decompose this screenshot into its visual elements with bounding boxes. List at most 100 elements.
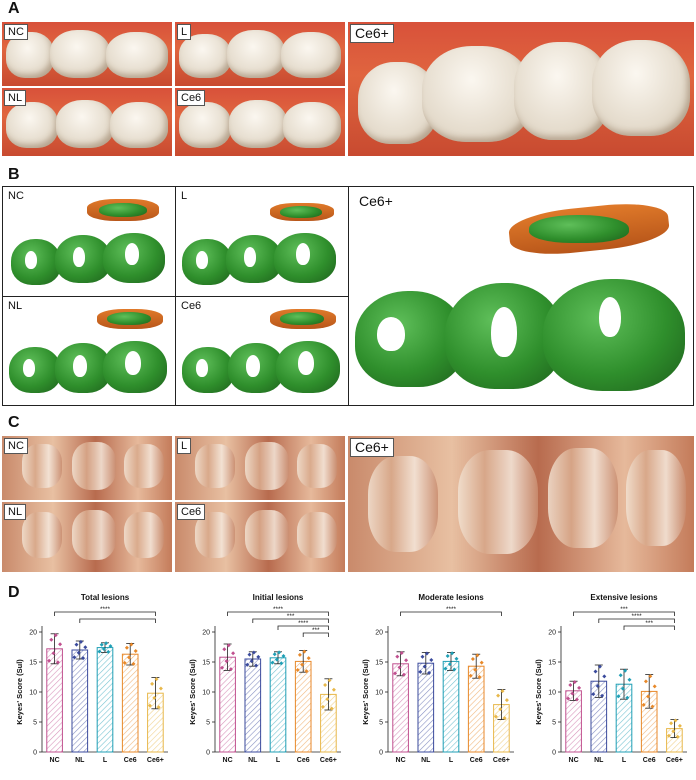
panel-letter-c: C bbox=[8, 414, 20, 431]
data-point bbox=[591, 692, 596, 697]
photo-c-nl: NL bbox=[2, 502, 172, 572]
data-point bbox=[254, 663, 259, 668]
render-b-nl: NL bbox=[2, 296, 176, 406]
data-point bbox=[325, 697, 330, 702]
x-tick-label: NL bbox=[75, 757, 85, 764]
bar-nl bbox=[417, 662, 435, 753]
render-b-ce6: Ce6 bbox=[175, 296, 349, 406]
data-point bbox=[320, 704, 325, 709]
data-point bbox=[104, 641, 109, 646]
data-point bbox=[445, 654, 450, 658]
data-point bbox=[251, 650, 256, 655]
photo-c-ce6plus: Ce6+ bbox=[348, 436, 694, 572]
data-point bbox=[99, 642, 104, 647]
data-point bbox=[496, 693, 501, 698]
data-point bbox=[422, 664, 427, 669]
data-point bbox=[152, 695, 157, 700]
data-point bbox=[393, 671, 398, 676]
label-c-nl: NL bbox=[4, 504, 27, 520]
label-c-nc: NC bbox=[4, 438, 28, 454]
data-point bbox=[154, 677, 159, 682]
y-axis-label: Keyes' Score (Sul) bbox=[15, 659, 24, 725]
y-tick-label: 0 bbox=[379, 750, 383, 757]
data-point bbox=[256, 654, 261, 659]
data-point bbox=[124, 645, 129, 650]
x-tick-label: NC bbox=[223, 757, 233, 764]
photo-c-l: L bbox=[175, 436, 345, 500]
data-point bbox=[101, 647, 106, 652]
panel-letter-d: D bbox=[8, 584, 20, 601]
y-tick-label: 0 bbox=[552, 750, 556, 757]
data-point bbox=[226, 643, 231, 648]
label-c-l: L bbox=[177, 438, 192, 454]
data-point bbox=[616, 694, 621, 699]
label-b-nl: NL bbox=[5, 299, 26, 313]
data-point bbox=[479, 660, 484, 665]
data-point bbox=[418, 669, 423, 674]
data-point bbox=[122, 660, 127, 665]
data-point bbox=[300, 662, 305, 667]
x-tick-label: Ce6+ bbox=[320, 757, 337, 764]
data-point bbox=[158, 686, 163, 691]
data-point bbox=[220, 665, 225, 670]
x-tick-label: L bbox=[449, 757, 454, 764]
data-point bbox=[297, 652, 302, 657]
render-b-ce6plus: Ce6+ bbox=[348, 186, 694, 406]
photo-a-nc: NC bbox=[2, 22, 172, 86]
data-point bbox=[646, 694, 651, 699]
data-point bbox=[470, 657, 475, 661]
chart-title: Moderate lesions bbox=[418, 593, 484, 602]
data-point bbox=[224, 659, 229, 664]
significance-bracket bbox=[79, 618, 156, 623]
data-point bbox=[228, 667, 233, 672]
data-point bbox=[447, 662, 452, 667]
data-point bbox=[666, 733, 671, 738]
data-point bbox=[401, 672, 406, 677]
label-a-ce6plus: Ce6+ bbox=[350, 24, 394, 43]
y-tick-label: 10 bbox=[202, 690, 210, 697]
x-tick-label: NC bbox=[569, 757, 579, 764]
data-point bbox=[83, 645, 88, 650]
y-tick-label: 20 bbox=[29, 630, 37, 637]
data-point bbox=[395, 654, 400, 659]
data-point bbox=[566, 696, 571, 701]
data-point bbox=[270, 660, 275, 665]
data-point bbox=[623, 668, 628, 673]
data-point bbox=[500, 689, 505, 694]
data-point bbox=[133, 648, 138, 653]
photo-c-nc: NC bbox=[2, 436, 172, 500]
data-point bbox=[58, 642, 63, 647]
bar-l bbox=[96, 647, 114, 753]
chart-title: Initial lesions bbox=[253, 593, 304, 602]
data-point bbox=[97, 649, 102, 654]
data-point bbox=[55, 660, 60, 665]
data-point bbox=[673, 718, 678, 723]
data-point bbox=[477, 675, 482, 679]
bar-ce6 bbox=[467, 665, 485, 753]
label-a-ce6: Ce6 bbox=[177, 90, 206, 106]
x-tick-label: NC bbox=[396, 757, 406, 764]
significance-label: **** bbox=[273, 606, 284, 613]
data-point bbox=[643, 679, 648, 684]
x-tick-label: Ce6 bbox=[470, 757, 483, 764]
data-point bbox=[595, 684, 600, 689]
label-a-l: L bbox=[177, 24, 192, 40]
data-point bbox=[429, 657, 434, 662]
data-point bbox=[76, 650, 81, 655]
data-point bbox=[274, 657, 279, 662]
y-tick-label: 10 bbox=[375, 690, 383, 697]
y-tick-label: 15 bbox=[375, 660, 383, 667]
data-point bbox=[602, 674, 607, 679]
data-point bbox=[147, 703, 152, 708]
x-tick-label: L bbox=[103, 757, 108, 764]
data-point bbox=[78, 639, 83, 644]
data-point bbox=[450, 651, 455, 656]
data-point bbox=[277, 650, 282, 655]
data-point bbox=[454, 656, 459, 661]
x-tick-label: NL bbox=[421, 757, 431, 764]
data-point bbox=[475, 653, 480, 658]
data-point bbox=[231, 651, 236, 656]
